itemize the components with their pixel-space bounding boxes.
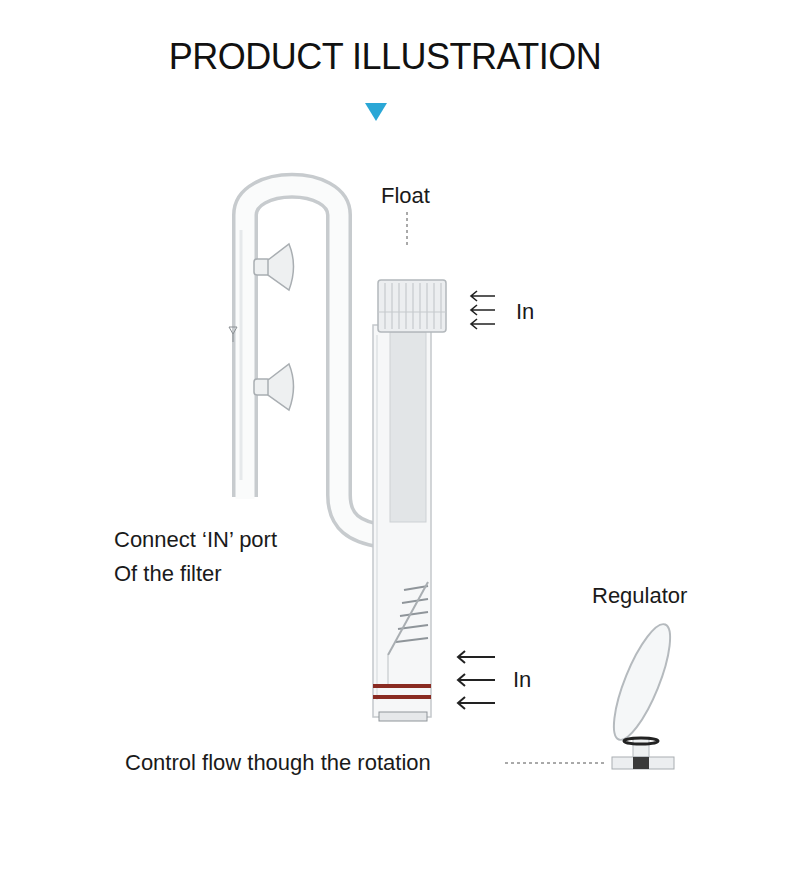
flow-label: In (516, 295, 534, 329)
part-label: Float (381, 179, 430, 213)
flow-label: In (513, 663, 531, 697)
part-label: Regulator (592, 579, 687, 613)
note-label: Control flow though the rotation (125, 746, 431, 780)
page-title: PRODUCT ILLUSTRATION (0, 36, 770, 78)
note-label: Connect ‘IN’ port Of the filter (114, 523, 296, 591)
